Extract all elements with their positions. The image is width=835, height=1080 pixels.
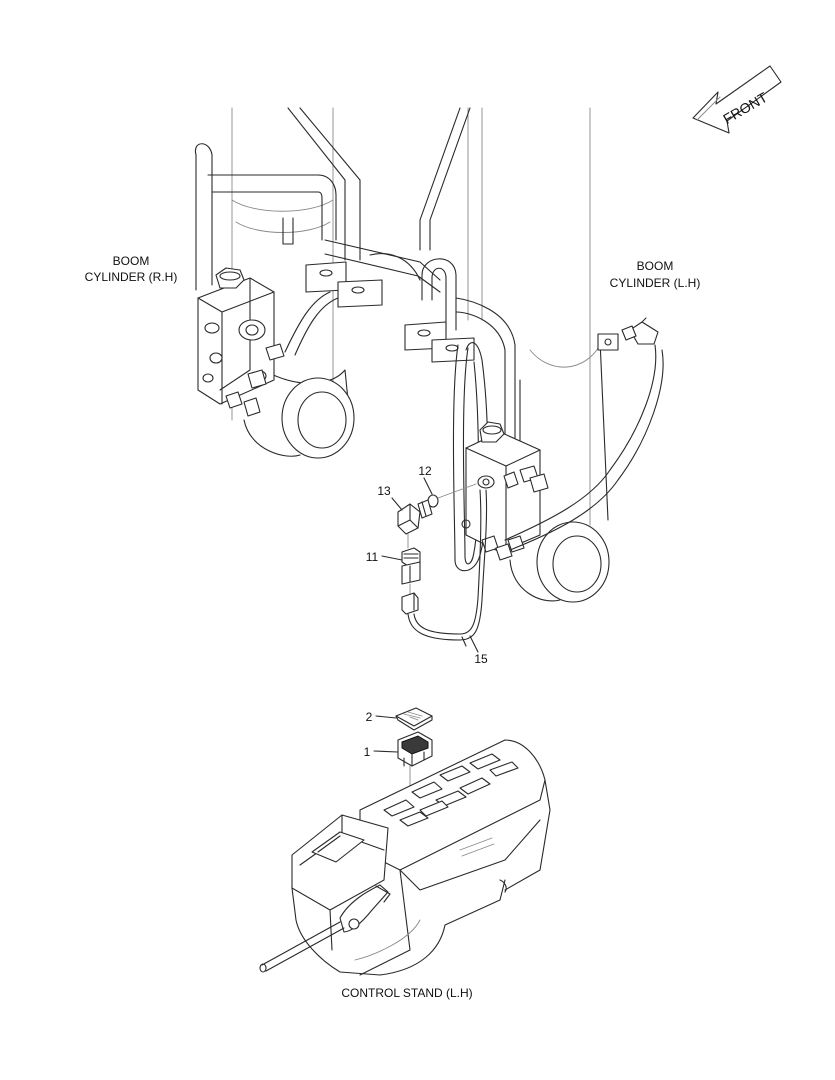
- boom-rh-label-line1: BOOM: [113, 254, 150, 268]
- control-stand-lh: [259, 739, 551, 976]
- callout-13: 13: [377, 484, 391, 498]
- boom-rh-label-line2: CYLINDER (R.H): [85, 270, 178, 284]
- callout-12: 12: [418, 464, 432, 478]
- front-label: FRONT: [720, 89, 770, 127]
- front-arrow: FRONT: [692, 65, 782, 134]
- switch-assembly: [395, 707, 433, 821]
- leader-2: [375, 715, 397, 719]
- boom-lh-label-line2: CYLINDER (L.H): [610, 276, 701, 290]
- boom-cylinder-lh: [404, 107, 664, 603]
- control-stand-label: CONTROL STAND (L.H): [341, 986, 472, 1000]
- boom-cylinder-rh: [194, 107, 441, 459]
- pressure-switch-assembly: [397, 483, 488, 647]
- callout-15: 15: [474, 652, 488, 666]
- leader-12: [423, 477, 433, 495]
- leader-13: [391, 497, 403, 511]
- callout-2: 2: [366, 710, 373, 724]
- callout-11: 11: [366, 550, 379, 564]
- leader-1: [373, 750, 399, 753]
- boom-lh-label-line1: BOOM: [637, 259, 674, 273]
- callout-1: 1: [364, 745, 371, 759]
- leader-11: [381, 555, 403, 561]
- leader-15: [469, 635, 479, 653]
